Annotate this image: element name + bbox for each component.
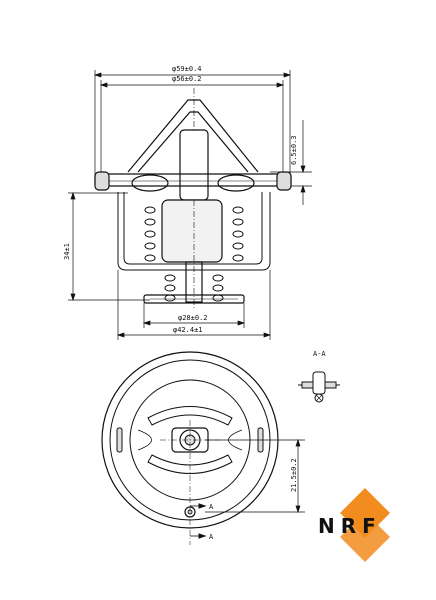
outer-diameter-label: φ59±0.4 [172,65,202,73]
body-height-label: 34±1 [63,243,71,260]
top-dimensions [93,70,292,182]
cage-diameter-label: φ42.4±1 [173,326,203,334]
nrf-logo: NRF [318,488,390,562]
springs [144,206,244,302]
section-label: A-A [313,350,326,358]
thermostat-flange [94,171,292,192]
logo-text: NRF [318,514,382,538]
valve-diameter-dimension [142,303,246,328]
inner-diameter-label: φ56±0.2 [172,75,202,83]
top-view [101,351,279,545]
flange-height-label: 6.5±0.3 [290,135,298,165]
side-view: φ59±0.4 φ56±0.2 6.5±0.3 34±1 [63,65,312,340]
section-marker-top: A [209,503,214,511]
cage-diameter-dimension [116,270,272,340]
body-height-dimension [68,191,150,302]
hole-offset-label: 21.5±0.2 [290,458,298,492]
thermostat-dome [127,88,259,173]
logo-diamond-bottom [340,512,390,562]
bypass-plate [143,294,245,304]
hole-offset-dimension [205,438,305,514]
wax-element [161,129,223,310]
section-a-a-detail: A-A [298,350,340,403]
valve-diameter-label: φ28±0.2 [178,314,208,322]
flange-height-dimension [270,120,312,205]
section-marker-bottom: A [209,533,214,541]
thermostat-cage [117,192,271,271]
